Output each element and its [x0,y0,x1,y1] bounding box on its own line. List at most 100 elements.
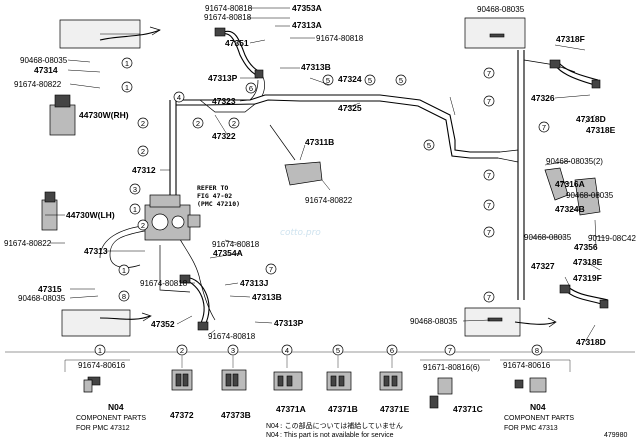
legend-1-top: 91674-80616 [78,361,126,370]
label-91674-80818-e: 91674-80818 [140,279,188,288]
callout-1b: 1 [125,83,129,92]
note-n04-text-1: : この部品については補給していません [280,421,403,430]
label-91674-80818-d: 91674-80818 [212,240,260,249]
callout-2d: 2 [232,119,236,128]
label-91674-80818-a: 91674-80818 [205,4,253,13]
label-47318F-a: 47318F [556,34,585,44]
label-91674-80822-a: 91674-80822 [14,80,62,89]
label-47318E-b: 47318E [573,257,603,267]
callout-5b: 5 [368,76,372,85]
label-47323: 47323 [212,96,236,106]
callout-7a: 7 [487,69,491,78]
bracket-47311B [269,124,323,186]
note-n04-label-1: N04 [266,423,279,430]
label-47311B: 47311B [305,137,334,147]
callout-7g: 7 [487,293,491,302]
label-47313P-b: 47313P [274,318,304,328]
label-47313P-a: 47313P [208,73,238,83]
legend-callout-3: 3 [231,346,235,355]
refer-note: REFER TO FIG 47-02 (PMC 47210) [197,184,240,208]
callout-1c: 1 [133,205,137,214]
label-47313A: 47313A [292,20,322,30]
label-47324B: 47324B [555,204,585,214]
brake-pipes [99,50,576,321]
label-47313B-b: 47313B [252,292,282,302]
label-47318D-a: 47318D [576,114,606,124]
label-47313: 47313 [84,246,108,256]
legend-1-comp1: COMPONENT PARTS [76,415,146,422]
label-44730W-RH: 44730W(RH) [79,110,129,120]
legend-7-part: 47371C [453,404,483,414]
label-47312: 47312 [132,165,156,175]
legend-callout-8: 8 [535,346,539,355]
panel-top-right [464,17,526,49]
label-47351: 47351 [225,38,249,48]
hose-47318F [549,59,601,89]
label-47313J: 47313J [240,278,269,288]
callout-2e: 2 [141,221,145,230]
callout-7b: 7 [487,97,491,106]
label-91674-80818-c: 91674-80818 [316,34,364,43]
callout-4a: 4 [177,93,181,102]
hose-47319F [559,284,609,309]
callout-7d: 7 [487,171,491,180]
legend-3-part: 47373B [221,410,251,420]
label-47315: 47315 [38,284,62,294]
bracket-47316A [544,167,601,216]
label-90468-08035-e: 90468-08035 [524,233,572,242]
legend-item-8: 8 91674-80616 N04 COMPONENT PARTS FOR PM… [500,344,574,432]
brake-actuator [144,194,201,241]
legend-callout-6: 6 [390,346,394,355]
label-91674-80818-f: 91674-80818 [208,332,256,341]
legend-5-part: 47371B [328,404,358,414]
legend-8-n04: N04 [530,402,546,412]
label-47326: 47326 [531,93,555,103]
label-47314: 47314 [34,65,58,75]
label-47327: 47327 [531,261,555,271]
legend-callout-7: 7 [448,346,452,355]
legend-item-2: 2 47372 [170,344,194,420]
label-47325: 47325 [338,103,362,113]
label-47356: 47356 [574,242,598,252]
legend-1-n04: N04 [108,402,124,412]
panel-bottom-right [464,307,557,337]
legend-item-6: 6 47371E [379,344,410,414]
label-47318E-a: 47318E [586,125,616,135]
legend-item-3: 3 47373B [221,344,251,420]
callout-7f: 7 [487,228,491,237]
callout-2a: 2 [141,119,145,128]
panel-bottom-left [61,309,152,337]
legend-item-5: 5 47371B [326,344,358,414]
label-90468-08035-b: 90468-08035 [18,294,66,303]
label-91674-80818-b: 91674-80818 [204,13,252,22]
label-47354A: 47354A [213,248,243,258]
legend-7-top: 91671-80816(6) [423,363,480,372]
label-47316A: 47316A [555,179,585,189]
part-labels: 91674-80818 91674-80818 47353A 47313A 47… [4,3,636,347]
label-90468-08035-2: 90468-08035(2) [546,157,603,166]
watermark: cotto.pro [280,228,321,238]
refer-line-2: FIG 47-02 [197,192,232,200]
callout-group: 1 1 2 2 4 2 2 6 5 5 5 5 3 1 2 1 8 7 7 7 … [118,57,550,303]
callout-7h: 7 [269,265,273,274]
callout-1d: 1 [122,266,126,275]
legend-1-comp2: FOR PMC 47312 [76,425,130,432]
legend-8-comp2: FOR PMC 47313 [504,425,558,432]
label-47353A: 47353A [292,3,322,13]
legend-4-part: 47371A [276,404,306,414]
label-90468-08035-f: 90468-08035 [410,317,458,326]
legend-item-7: 7 91671-80816(6) 47371C [420,344,490,414]
refer-line-3: (PMC 47210) [197,200,240,208]
diagram-id: 479980 [604,432,627,439]
sensor-44730W-RH [49,94,76,136]
label-90468-08035-c: 90468-08035 [477,5,525,14]
label-47322: 47322 [212,131,236,141]
hose-47351 [214,27,264,79]
legend-callout-1: 1 [98,346,102,355]
callout-8a: 8 [122,292,126,301]
label-91674-80822-c: 91674-80822 [4,239,52,248]
legend-2-part: 47372 [170,410,194,420]
label-47324: 47324 [338,74,362,84]
